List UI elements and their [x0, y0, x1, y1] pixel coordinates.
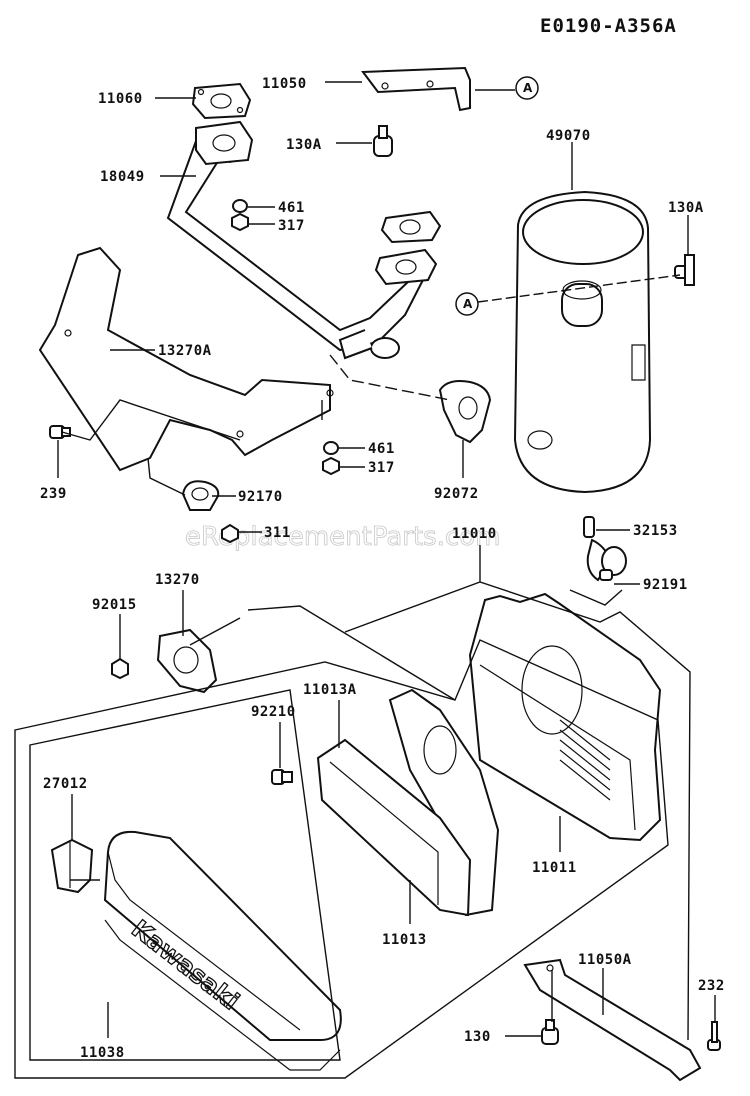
- svg-text:A: A: [523, 81, 533, 95]
- nut-311: [221, 523, 239, 544]
- bracket-11050: [361, 66, 471, 112]
- label-311: 311: [264, 525, 291, 541]
- nut-92015: [111, 657, 129, 680]
- label-11050a: 11050A: [578, 952, 632, 968]
- label-27012: 27012: [43, 776, 88, 792]
- nuts-top: [231, 199, 249, 232]
- bolt-130a-top: [373, 125, 393, 157]
- label-18049: 18049: [100, 169, 145, 185]
- clamp-92072: [438, 380, 492, 444]
- callout-a-top: A: [515, 76, 539, 100]
- gasket-13270: [156, 628, 218, 694]
- prefilter-11013: [316, 738, 472, 917]
- label-317-bot: 317: [368, 460, 395, 476]
- nuts-bottom: [322, 441, 340, 476]
- label-11050: 11050: [262, 76, 307, 92]
- label-130a-right: 130A: [668, 200, 704, 216]
- cover-11038: Kawasaki: [103, 830, 342, 1071]
- svg-text:A: A: [463, 297, 473, 311]
- air-cleaner-base-11011: [468, 592, 662, 842]
- exhaust-pipe-18049: [166, 120, 427, 360]
- filter-11013a: [388, 688, 500, 917]
- label-92072: 92072: [434, 486, 479, 502]
- leader-lines: [14, 81, 716, 1079]
- gasket-11060: [191, 82, 252, 120]
- label-32153: 32153: [633, 523, 678, 539]
- label-11011: 11011: [532, 860, 577, 876]
- label-49070: 49070: [546, 128, 591, 144]
- bolt-130: [541, 1019, 559, 1045]
- flange-right: [374, 210, 442, 286]
- label-11013: 11013: [382, 932, 427, 948]
- diagram-code: E0190-A356A: [540, 15, 677, 37]
- label-11010: 11010: [452, 526, 497, 542]
- heat-shield-13270a: [38, 246, 334, 472]
- label-13270: 13270: [155, 572, 200, 588]
- callout-a-mid: A: [455, 292, 479, 316]
- label-461-bot: 461: [368, 441, 395, 457]
- label-92210: 92210: [251, 704, 296, 720]
- clip-27012: [50, 838, 94, 894]
- label-317-top: 317: [278, 218, 305, 234]
- bracket-11050a: [523, 958, 702, 1082]
- bolt-130a-right: [674, 254, 695, 286]
- label-92191: 92191: [643, 577, 688, 593]
- label-461-top: 461: [278, 200, 305, 216]
- part-labels: 11060 11050 130A 18049 461 317 49070 130…: [40, 76, 725, 1061]
- clamp-92170: [181, 480, 220, 511]
- label-239: 239: [40, 486, 67, 502]
- bolt-232: [707, 1021, 721, 1051]
- muffler-49070: [513, 190, 652, 494]
- bolt-239: [49, 425, 71, 439]
- clip-92210: [271, 769, 293, 785]
- sensor-32153: [583, 516, 627, 582]
- label-232: 232: [698, 978, 725, 994]
- label-13270a: 13270A: [158, 343, 212, 359]
- label-130a-top: 130A: [286, 137, 322, 153]
- label-11060: 11060: [98, 91, 143, 107]
- label-11013a: 11013A: [303, 682, 357, 698]
- label-11038: 11038: [80, 1045, 125, 1061]
- label-92015: 92015: [92, 597, 137, 613]
- label-130: 130: [464, 1029, 491, 1045]
- label-92170: 92170: [238, 489, 283, 505]
